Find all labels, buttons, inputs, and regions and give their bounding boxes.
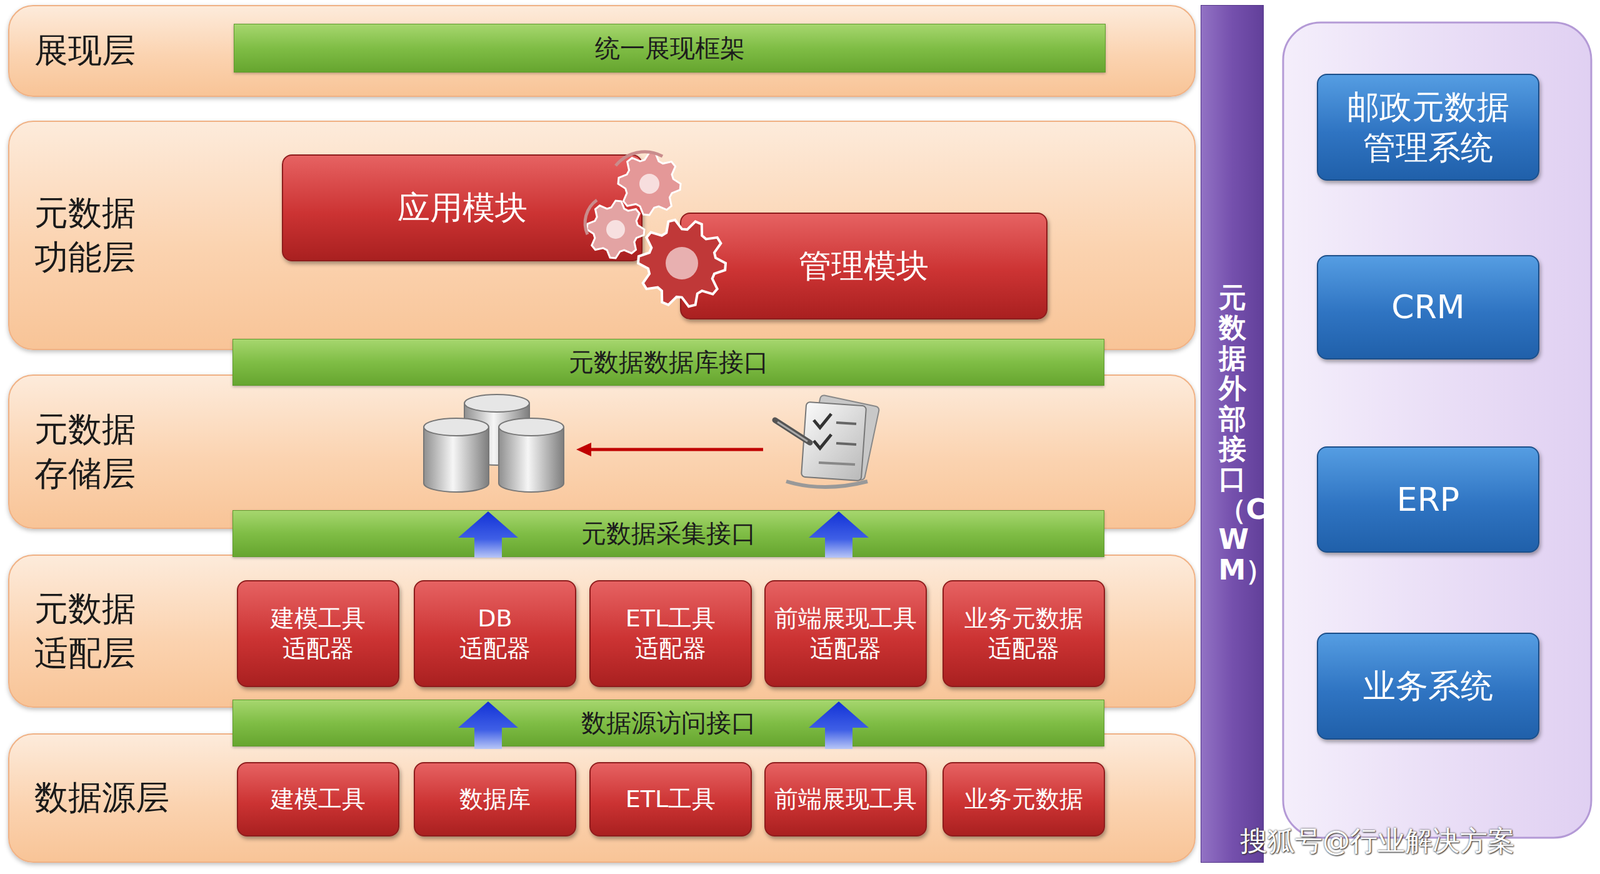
system-box: 邮政元数据 管理系统 <box>1316 73 1540 181</box>
gear-hub <box>665 246 699 280</box>
system-box-text: 邮政元数据 管理系统 <box>1346 86 1510 169</box>
module-box: DB 适配器 <box>413 580 577 687</box>
interface-bar-text: 元数据数据库接口 <box>568 345 769 380</box>
module-box-text: ETL工具 <box>625 784 716 815</box>
rotation-arrow <box>585 200 597 235</box>
gear <box>618 152 681 215</box>
interface-bar-text: 统一展现框架 <box>595 31 745 66</box>
module-box: 建模工具 适配器 <box>236 580 400 687</box>
interface-bar: 元数据数据库接口 <box>232 338 1105 386</box>
layer-band: 元数据 适配层 建模工具 适配器 DB 适配器 ETL工具 适配器前端展现工具 适配器… <box>8 554 1196 708</box>
rotation-arrow <box>615 151 663 166</box>
flow-arrow <box>576 442 764 457</box>
module-box-text: 前端展现工具 <box>774 784 917 815</box>
module-box: 业务元数据 适配器 <box>942 580 1105 687</box>
module-box: 应用模块 <box>281 154 643 262</box>
interface-bar-text: 数据源访问接口 <box>581 705 757 740</box>
interface-bar: 元数据采集接口 <box>232 510 1105 557</box>
layer-band: 元数据 功能层 应用模块管理模块 <box>8 120 1196 350</box>
layer-band: 展现层 统一展现框架 <box>8 5 1196 97</box>
system-box: 业务系统 <box>1316 632 1540 740</box>
system-panel <box>1283 22 1592 838</box>
gear-hub <box>606 220 625 239</box>
module-box: 管理模块 <box>680 212 1048 320</box>
module-box: ETL工具 适配器 <box>589 580 752 687</box>
system-box-text: CRM <box>1391 286 1465 328</box>
module-box-text: 建模工具 <box>270 784 366 815</box>
module-box-text: 业务元数据 <box>964 784 1084 815</box>
watermark: 搜狐号@行业解决方案 <box>1240 822 1515 860</box>
module-box-text: DB 适配器 <box>459 603 531 664</box>
system-box: ERP <box>1316 446 1540 553</box>
module-box: 业务元数据 <box>942 761 1105 837</box>
layer-band-text: 元数据 存储层 <box>34 407 136 495</box>
layer-band-text: 展现层 <box>34 28 136 73</box>
module-box-text: 业务元数据 适配器 <box>964 603 1084 664</box>
module-box: ETL工具 <box>589 761 752 837</box>
system-box-text: ERP <box>1396 479 1460 520</box>
gear-group <box>585 151 726 307</box>
system-box: CRM <box>1316 255 1540 360</box>
layer-band-text: 元数据 功能层 <box>34 191 136 279</box>
gear <box>638 220 726 307</box>
interface-bar-text: 元数据采集接口 <box>581 516 757 551</box>
module-box-text: 前端展现工具 适配器 <box>774 603 917 664</box>
module-box-text: 管理模块 <box>798 245 929 287</box>
layer-band-text: 数据源层 <box>34 775 170 820</box>
system-box-text: 业务系统 <box>1363 665 1494 707</box>
module-box-text: 建模工具 适配器 <box>270 603 366 664</box>
module-box: 前端展现工具 <box>764 761 927 837</box>
external-interface-bar: 元数据外部接口（CWM） <box>1200 5 1264 863</box>
interface-bar: 数据源访问接口 <box>232 699 1105 747</box>
layer-band: 数据源层 建模工具 数据库 ETL工具 前端展现工具 业务元数据 <box>8 733 1196 863</box>
document-icon <box>775 394 880 487</box>
up-arrows <box>458 511 869 749</box>
interface-bar: 统一展现框架 <box>233 23 1106 73</box>
module-box: 建模工具 <box>236 761 400 837</box>
module-box-text: 数据库 <box>459 784 531 815</box>
layer-band-text: 元数据 适配层 <box>34 586 136 675</box>
module-box-text: 应用模块 <box>397 187 528 229</box>
module-box: 前端展现工具 适配器 <box>764 580 927 687</box>
database-icon <box>423 394 564 492</box>
module-box-text: ETL工具 适配器 <box>625 603 716 664</box>
gear <box>586 200 645 259</box>
external-interface-bar-text: 元数据外部接口（CWM） <box>1218 282 1247 585</box>
module-box: 数据库 <box>413 761 577 837</box>
gear-hub <box>639 173 660 194</box>
layer-band: 元数据 存储层 <box>8 374 1196 529</box>
